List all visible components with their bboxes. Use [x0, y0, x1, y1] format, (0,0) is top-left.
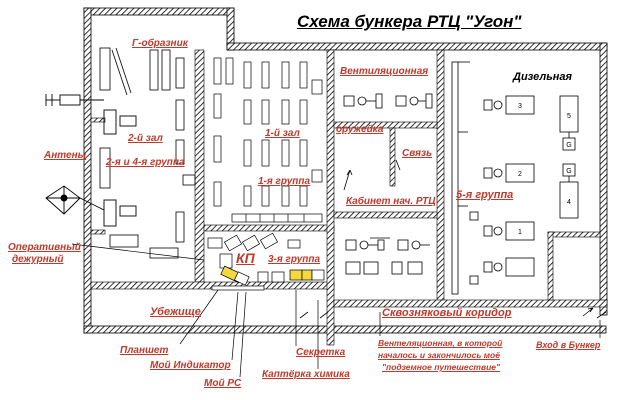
room-label-shelter: Убежище	[150, 306, 201, 318]
room-label-kp: КП	[236, 250, 255, 266]
annotation-leader-lines	[71, 243, 601, 378]
diesel-unit-4: 4	[567, 199, 571, 206]
room-label-hall-2: 2-й зал	[128, 133, 163, 144]
ventilation-equipment	[343, 93, 433, 275]
generator-mark-2: G	[566, 168, 571, 175]
room-label-ventilation: Вентиляционная	[340, 66, 429, 77]
diesel-unit-3: 3	[518, 103, 522, 110]
room-label-hall-1: 1-й зал	[265, 128, 300, 139]
diesel-equipment	[451, 61, 579, 295]
kp-equipment	[207, 232, 325, 291]
room-label-through-corridor: Сквознякoвый коридор	[382, 307, 512, 319]
annotation-my-indicator: Мой Индикатор	[150, 360, 231, 371]
door-arrows	[299, 159, 607, 319]
outer-walls	[83, 7, 608, 334]
annotation-antennas: Антены	[44, 150, 87, 161]
annotation-secretary: Секретка	[296, 347, 346, 358]
annotation-my-rs: Мой РС	[204, 378, 242, 389]
room-label-chief-office: Кабинет нач. РТЦ	[346, 196, 436, 207]
annotation-duty-line-1: Оперативный	[8, 242, 81, 253]
room-label-diesel: Дизельная	[513, 71, 572, 83]
hall-1-racks	[213, 57, 323, 223]
generator-mark-1: G	[566, 142, 571, 149]
diesel-unit-5: 5	[567, 113, 571, 120]
g-shaped-equipment	[99, 47, 196, 259]
room-label-group-5: 5-я группа	[456, 189, 514, 201]
annotation-chemist-store: Каптёрка химика	[262, 369, 350, 380]
room-label-armory: оружейка	[336, 124, 384, 135]
diesel-unit-2: 2	[518, 171, 522, 178]
room-label-groups-2-4: 2-я и 4-я группа	[106, 157, 185, 168]
diesel-unit-1: 1	[518, 229, 522, 236]
room-label-group-3: 3-я группа	[268, 254, 321, 265]
annotation-ventilation-story-1: Вентеляционная, в которой	[378, 338, 503, 348]
antenna-structures	[45, 94, 137, 227]
annotation-bunker-entrance: Вход в Бункер	[536, 340, 601, 350]
annotation-ventilation-story-2: началось и закончилось моё	[378, 350, 500, 360]
annotation-tablet: Планшет	[120, 345, 169, 356]
diagram-title: Схема бункера РТЦ "Угон"	[297, 12, 522, 31]
annotation-ventilation-story-3: "подземное путешествие"	[382, 362, 501, 372]
room-label-g-shaped: Г-образник	[132, 38, 188, 49]
inner-walls	[90, 49, 608, 346]
annotation-duty-line-2: дежурный	[12, 254, 64, 265]
room-label-group-1: 1-я группа	[258, 176, 311, 187]
room-label-comms: Связь	[402, 148, 433, 159]
